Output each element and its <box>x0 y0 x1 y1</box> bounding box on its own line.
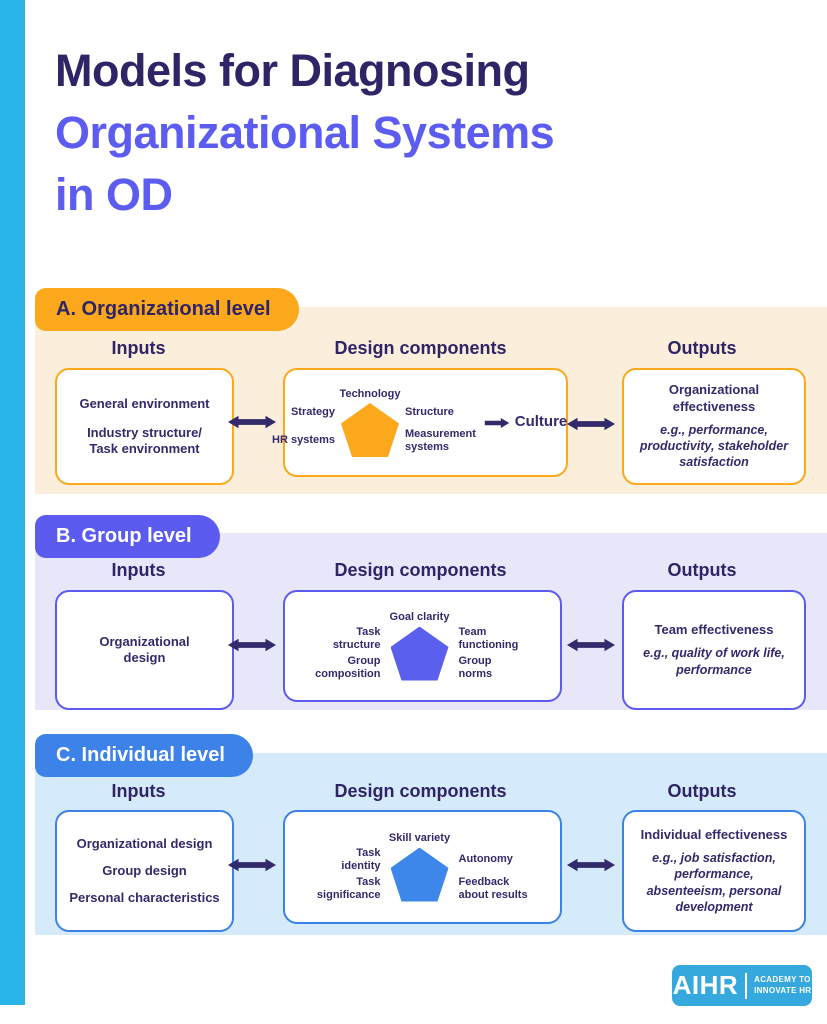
pentagon-shape <box>390 847 449 902</box>
section-c-inputs-header: Inputs <box>111 781 166 801</box>
section-b-header-pill: B. Group level <box>35 515 220 558</box>
pentagon-label-bottom-left: Task significance <box>316 876 381 902</box>
title-line-3: in OD <box>55 169 173 220</box>
pentagon-label-bottom-left: Group composition <box>315 655 381 681</box>
right-arrow-icon <box>484 417 510 428</box>
tagline-line-1: ACADEMY TO <box>754 975 811 985</box>
section-c-outputs-box: Individual effectiveness e.g., job satis… <box>622 810 806 932</box>
logo-divider <box>745 972 748 999</box>
pentagon-label-bottom-right: Measurement systems <box>405 427 476 453</box>
input-item: General environment <box>79 395 210 411</box>
title-line-2: Organizational Systems <box>55 107 555 158</box>
section-b-header-label: B. Group level <box>56 525 192 547</box>
pentagon-label-right: Team functioning <box>458 625 519 651</box>
outputs-examples: e.g., job satisfaction, performance, abs… <box>646 851 782 914</box>
double-arrow-icon <box>227 415 277 429</box>
page-title: Models for Diagnosing Organizational Sys… <box>55 40 555 226</box>
input-item: Organizational design <box>76 835 213 851</box>
section-b-design-header: Design components <box>334 560 507 580</box>
aihr-logo-text: AIHR <box>672 970 739 1000</box>
section-a-inputs-box: General environment Industry structure/ … <box>55 368 234 485</box>
pentagon-label-left: Task structure <box>332 625 381 651</box>
title-line-1: Models for Diagnosing <box>55 45 530 96</box>
outputs-title: Individual effectiveness <box>640 826 788 842</box>
section-a-inputs-header: Inputs <box>111 338 166 358</box>
tagline-line-2: INNOVATE HR <box>754 985 812 995</box>
pentagon-label-bottom-left: HR systems <box>272 434 335 447</box>
double-arrow-icon <box>566 417 616 431</box>
outputs-title: Organizational effectiveness <box>668 382 760 414</box>
section-a-design-header: Design components <box>334 338 507 358</box>
pentagon-label-top: Goal clarity <box>389 610 450 623</box>
pentagon-label-right: Structure <box>405 405 454 418</box>
section-b-outputs-header: Outputs <box>667 560 737 580</box>
section-b-design-box: Goal clarity Task structure Team functio… <box>283 590 562 702</box>
section-a-outputs-header: Outputs <box>667 338 737 358</box>
section-c-inputs-box: Organizational design Group design Perso… <box>55 810 234 932</box>
pentagon-label-top: Skill variety <box>388 831 451 844</box>
outputs-examples: e.g., performance, productivity, stakeho… <box>639 422 789 470</box>
section-a-design-box: Technology Strategy Structure HR systems… <box>272 368 568 477</box>
section-b-outputs-box: Team effectiveness e.g., quality of work… <box>622 590 806 710</box>
section-c-header-label: C. Individual level <box>56 744 225 766</box>
input-item: Organizational design <box>99 633 190 665</box>
section-b-inputs-box: Organizational design <box>55 590 234 710</box>
left-accent-bar <box>0 0 25 1005</box>
aihr-logo: AIHR ACADEMY TO INNOVATE HR <box>672 965 812 1006</box>
section-c-outputs-header: Outputs <box>667 781 737 801</box>
double-arrow-icon <box>566 638 616 652</box>
pentagon-diagram: Goal clarity Task structure Team functio… <box>315 611 531 682</box>
pentagon-label-bottom-right: Feedback about results <box>458 876 528 902</box>
section-c-header-pill: C. Individual level <box>35 734 253 777</box>
section-c-design-header: Design components <box>334 781 507 801</box>
pentagon-label-top: Technology <box>339 388 401 400</box>
section-a-outputs-box: Organizational effectiveness e.g., perfo… <box>622 368 806 485</box>
section-a-header-label: A. Organizational level <box>56 298 271 320</box>
pentagon-label-left: Strategy <box>290 405 335 418</box>
input-item: Personal characteristics <box>69 890 220 906</box>
pentagon-label-right: Autonomy <box>458 853 513 866</box>
section-b-inputs-header: Inputs <box>111 560 166 580</box>
double-arrow-icon <box>566 858 616 872</box>
culture-group: Culture <box>484 414 568 431</box>
outputs-title: Team effectiveness <box>654 622 774 638</box>
input-item: Group design <box>102 862 187 878</box>
pentagon-shape <box>390 626 449 681</box>
pentagon-diagram: Technology Strategy Structure HR systems… <box>272 388 479 457</box>
culture-label: Culture <box>514 413 568 431</box>
input-item: Industry structure/ Task environment <box>87 424 202 457</box>
pentagon-label-left: Task identity <box>341 846 381 872</box>
section-c-design-box: Skill variety Task identity Autonomy Tas… <box>283 810 562 924</box>
pentagon-label-bottom-right: Group norms <box>458 655 493 681</box>
pentagon-diagram: Skill variety Task identity Autonomy Tas… <box>315 832 531 903</box>
section-a-header-pill: A. Organizational level <box>35 288 299 331</box>
aihr-logo-tagline: ACADEMY TO INNOVATE HR <box>754 975 811 996</box>
double-arrow-icon <box>227 858 277 872</box>
outputs-examples: e.g., quality of work life, performance <box>643 646 785 677</box>
pentagon-shape <box>341 403 399 457</box>
double-arrow-icon <box>227 638 277 652</box>
